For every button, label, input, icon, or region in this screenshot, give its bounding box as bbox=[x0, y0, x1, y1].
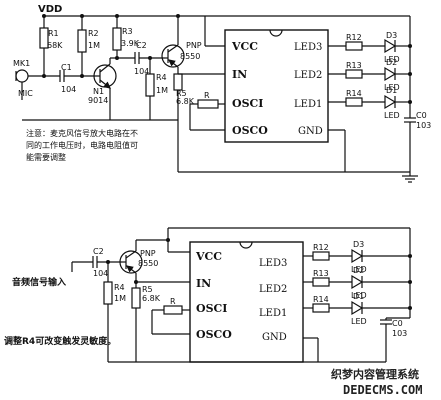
bottom-pnp-value: 8550 bbox=[138, 259, 158, 268]
bottom-c0-value: 103 bbox=[392, 329, 407, 338]
pnp-label: PNP bbox=[186, 41, 202, 50]
bottom-r5-value: 6.8K bbox=[142, 294, 161, 303]
r5-label: R5 bbox=[176, 89, 187, 98]
bottom-ic-osco: OSCO bbox=[196, 328, 232, 341]
top-ic-vcc: VCC bbox=[231, 40, 258, 53]
svg-text:R12: R12 bbox=[346, 33, 362, 42]
bottom-r-label: R bbox=[170, 297, 176, 306]
top-ic-osco: OSCO bbox=[232, 124, 268, 137]
watermark-line2: DEDECMS.COM bbox=[343, 383, 422, 397]
r1-value: 68K bbox=[47, 41, 63, 50]
top-circuit: VDD R1 68K MK1 MIC C1 104 R2 1M bbox=[13, 4, 431, 183]
svg-text:R13: R13 bbox=[346, 61, 362, 70]
top-c0-label: C0 bbox=[416, 111, 427, 120]
bottom-ic-chip bbox=[189, 241, 304, 363]
pnp-transistor bbox=[161, 44, 185, 68]
mic-ref-label: MK1 bbox=[13, 59, 30, 68]
bottom-pnp-transistor bbox=[119, 250, 143, 274]
r2-resistor bbox=[77, 29, 87, 53]
r2-label: R2 bbox=[88, 29, 99, 38]
svg-text:D3: D3 bbox=[386, 31, 397, 40]
adjust-note: 调整R4可改变触发灵敏度。 bbox=[4, 335, 116, 347]
vdd-label: VDD bbox=[38, 4, 62, 15]
top-c0-value: 103 bbox=[416, 121, 431, 130]
bottom-ic-in: IN bbox=[196, 277, 211, 290]
top-note-line2: 同的工作电压时，电路电阻值可 bbox=[26, 140, 138, 150]
svg-text:R14: R14 bbox=[346, 89, 362, 98]
top-ic-led1: LED1 bbox=[294, 99, 322, 110]
r4-resistor bbox=[145, 73, 155, 97]
n1-label: N1 bbox=[93, 87, 104, 96]
top-r-label: R bbox=[204, 91, 210, 100]
c1-label: C1 bbox=[61, 63, 72, 72]
r4-label: R4 bbox=[156, 73, 167, 82]
svg-text:LED: LED bbox=[384, 83, 400, 92]
top-note-line3: 能需要调整 bbox=[26, 152, 66, 162]
bottom-ic-gnd: GND bbox=[262, 332, 287, 343]
microphone-icon bbox=[15, 69, 29, 83]
c2-value: 104 bbox=[134, 67, 149, 76]
r2-value: 1M bbox=[88, 41, 100, 50]
c2-label: C2 bbox=[136, 41, 147, 50]
bottom-ic-osci: OSCI bbox=[196, 302, 227, 315]
bottom-r5-label: R5 bbox=[142, 285, 153, 294]
bottom-pnp-label: PNP bbox=[140, 249, 156, 258]
mic-label: MIC bbox=[18, 89, 33, 98]
bottom-ic-led2: LED2 bbox=[259, 284, 287, 295]
bottom-led1-branch: R14 D1 LED bbox=[303, 292, 410, 326]
bottom-r4-resistor bbox=[103, 281, 113, 305]
svg-text:D3: D3 bbox=[353, 240, 364, 249]
r3-resistor bbox=[112, 27, 122, 51]
r5-resistor bbox=[173, 73, 183, 91]
top-ic-osci: OSCI bbox=[232, 97, 263, 110]
bottom-r4-value: 1M bbox=[114, 294, 126, 303]
svg-text:R12: R12 bbox=[313, 243, 329, 252]
svg-text:LED: LED bbox=[384, 55, 400, 64]
audio-input-label: 音频信号输入 bbox=[12, 276, 66, 288]
top-osc-resistor bbox=[197, 99, 219, 109]
top-led1-branch: R14 D1 LED bbox=[328, 86, 410, 120]
svg-text:R13: R13 bbox=[313, 269, 329, 278]
svg-text:D1: D1 bbox=[386, 86, 397, 95]
bottom-c0-label: C0 bbox=[392, 319, 403, 328]
top-led2-branch: R13 D2 LED bbox=[328, 58, 410, 92]
svg-text:LED: LED bbox=[351, 265, 367, 274]
r5-value: 6.8K bbox=[176, 97, 195, 106]
top-ic-led2: LED2 bbox=[294, 70, 322, 81]
r1-label: R1 bbox=[48, 29, 59, 38]
top-ic-gnd: GND bbox=[298, 126, 323, 137]
r3-value: 3.9K bbox=[121, 39, 140, 48]
svg-text:D2: D2 bbox=[386, 58, 397, 67]
svg-text:D1: D1 bbox=[353, 292, 364, 301]
top-note-line1: 注意：麦克风信号放大电路在不 bbox=[26, 128, 138, 138]
top-ic-in: IN bbox=[232, 68, 247, 81]
top-ic-chip bbox=[224, 29, 329, 143]
svg-text:LED: LED bbox=[351, 317, 367, 326]
bottom-r5-resistor bbox=[131, 287, 141, 309]
bottom-led3-branch: R12 D3 LED bbox=[303, 240, 410, 274]
svg-text:LED: LED bbox=[351, 291, 367, 300]
watermark-line1: 织梦内容管理系统 bbox=[331, 367, 419, 381]
bottom-circuit: C2 104 音频信号输入 R4 1M PNP 8550 R5 6.8K bbox=[4, 227, 412, 363]
bottom-osc-resistor bbox=[163, 305, 183, 315]
top-ic-led3: LED3 bbox=[294, 42, 322, 53]
svg-text:R14: R14 bbox=[313, 295, 329, 304]
bottom-r4-label: R4 bbox=[114, 283, 125, 292]
svg-text:D2: D2 bbox=[353, 266, 364, 275]
bottom-ic-led3: LED3 bbox=[259, 258, 287, 269]
bottom-c2-value: 104 bbox=[93, 269, 108, 278]
svg-text:LED: LED bbox=[384, 111, 400, 120]
pnp-value: 8550 bbox=[180, 52, 200, 61]
watermark: 织梦内容管理系统 DEDECMS.COM bbox=[331, 367, 422, 397]
n1-value: 9014 bbox=[88, 96, 108, 105]
r3-label: R3 bbox=[122, 27, 133, 36]
c1-value: 104 bbox=[61, 85, 76, 94]
top-led3-branch: R12 D3 LED bbox=[328, 31, 410, 64]
bottom-ic-vcc: VCC bbox=[195, 250, 222, 263]
bottom-ic-led1: LED1 bbox=[259, 308, 287, 319]
bottom-led2-branch: R13 D2 LED bbox=[303, 266, 410, 300]
r4-value: 1M bbox=[156, 86, 168, 95]
bottom-c2-label: C2 bbox=[93, 247, 104, 256]
